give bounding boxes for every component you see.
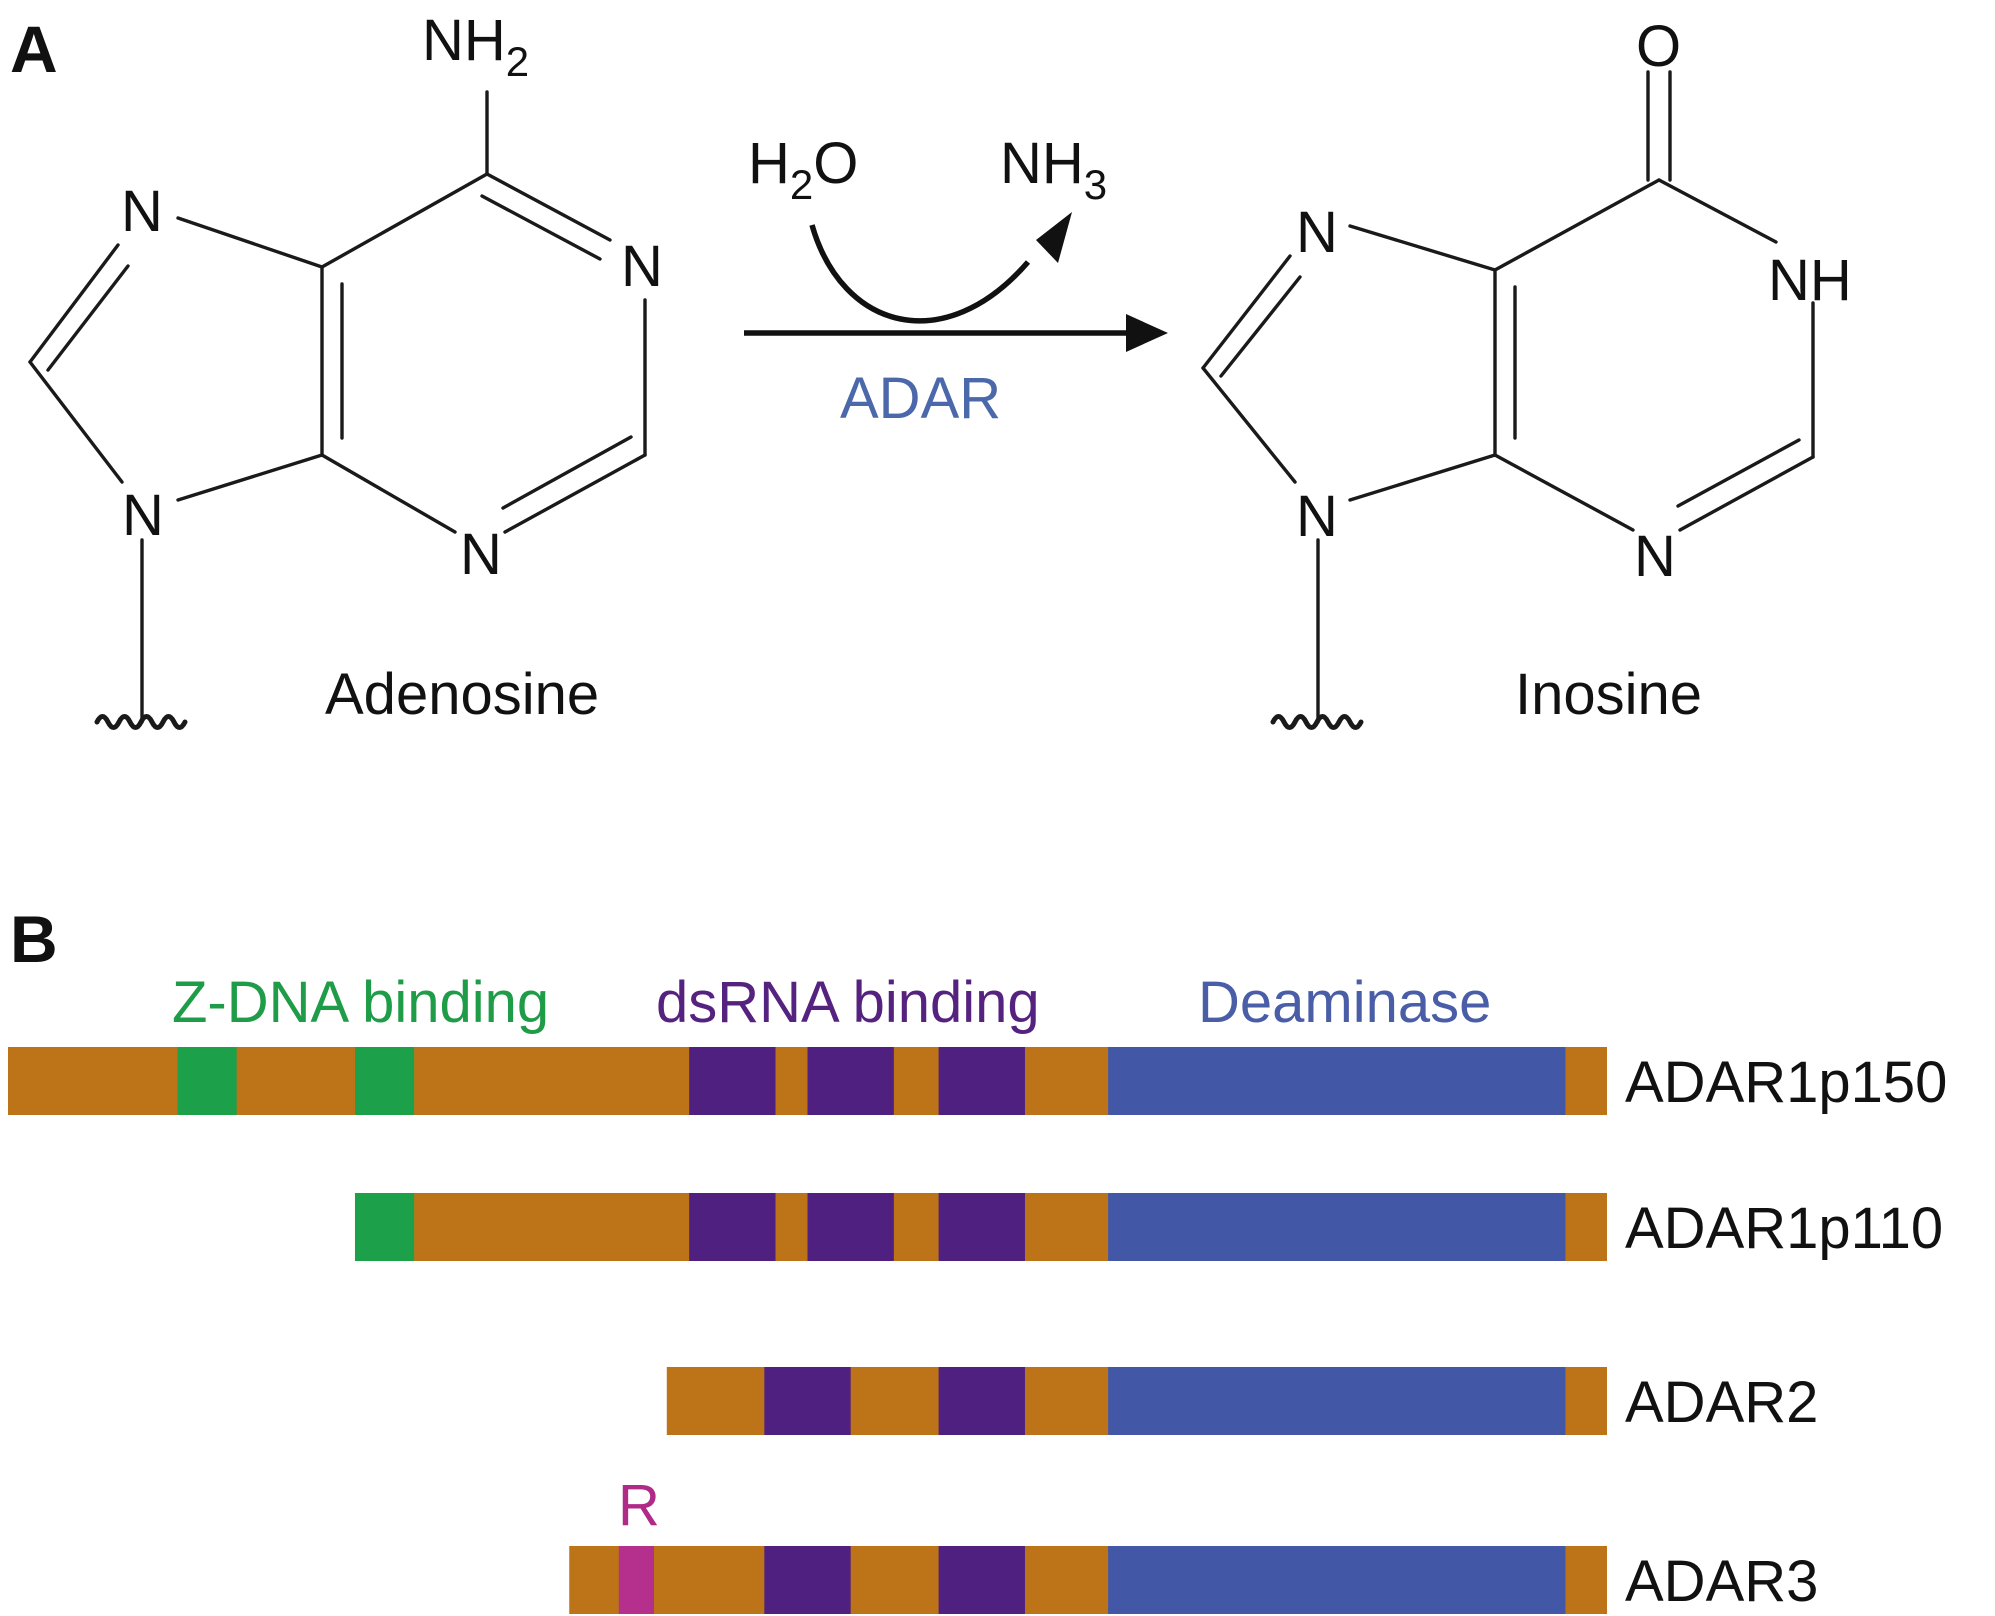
deaminase-domain-label: Deaminase [1198, 970, 1491, 1035]
dsrna-domain [807, 1193, 894, 1261]
inosine-n7: N [1296, 200, 1338, 265]
adenosine-structure: NH2 N N N N Adenosine [28, 8, 663, 730]
dsrna-domain [938, 1047, 1025, 1115]
dsrna-domain [938, 1193, 1025, 1261]
dsrna-domain [689, 1047, 776, 1115]
protein-name: ADAR2 [1625, 1370, 1818, 1435]
inosine-carbonyl-o: O [1636, 14, 1681, 79]
inosine-bond [1493, 178, 1661, 272]
water-label: H2O [748, 131, 858, 208]
dsrna-domain [938, 1367, 1025, 1435]
adenosine-bond [28, 243, 120, 364]
reaction: H2O NH3 ADAR [744, 131, 1168, 431]
r-domain [618, 1546, 654, 1614]
panel-b-label: B [10, 902, 58, 976]
inosine-n3: N [1634, 524, 1676, 589]
adenosine-bond [485, 172, 612, 242]
r-domain-label: R [618, 1473, 660, 1538]
zdna-domain [354, 1193, 415, 1261]
deaminase-domain [1108, 1047, 1566, 1115]
zdna-domain-label: Z-DNA binding [172, 970, 549, 1035]
dsrna-domain [764, 1546, 851, 1614]
adenosine-double-bond [480, 194, 602, 261]
adenosine-name: Adenosine [325, 662, 599, 727]
inosine-double-bond [1676, 438, 1801, 508]
dsrna-domain [689, 1193, 776, 1261]
dsrna-domain [764, 1367, 851, 1435]
inosine-n9: N [1296, 484, 1338, 549]
dsrna-domain [807, 1047, 894, 1115]
adenosine-double-bond [501, 435, 633, 510]
inosine-nh: NH [1768, 248, 1852, 313]
inosine-name: Inosine [1515, 662, 1702, 727]
deaminase-domain [1108, 1193, 1566, 1261]
deaminase-domain [1108, 1546, 1566, 1614]
curved-arrowhead [1036, 212, 1072, 263]
adenosine-bond [320, 172, 489, 269]
inosine-bond [1201, 254, 1292, 370]
zdna-domain [177, 1047, 237, 1115]
adenosine-wavy-bond [94, 714, 188, 730]
adenosine-n3: N [460, 522, 502, 587]
inosine-bond [1348, 453, 1497, 502]
inosine-structure: O NH N N N Inosine [1201, 14, 1852, 730]
adenosine-amine-label: NH2 [422, 8, 529, 85]
dsrna-domain [938, 1546, 1025, 1614]
panel-a-label: A [10, 12, 58, 86]
curved-arrow [809, 224, 1031, 324]
inosine-double-bond [1219, 275, 1302, 378]
protein-name: ADAR3 [1625, 1549, 1818, 1614]
zdna-domain [354, 1047, 415, 1115]
adenosine-n9: N [122, 483, 164, 548]
reaction-arrowhead [1126, 314, 1168, 352]
adenosine-n1: N [621, 234, 663, 299]
adenosine-bond [28, 360, 124, 484]
adenosine-bond [176, 216, 324, 269]
protein-name: ADAR1p150 [1625, 1050, 1947, 1115]
adenosine-bond [320, 453, 457, 534]
adenosine-bond [176, 453, 324, 502]
dsrna-domain-label: dsRNA binding [656, 970, 1040, 1035]
adenosine-double-bond [46, 264, 130, 372]
inosine-bond [1678, 455, 1815, 532]
adenosine-bond [503, 453, 647, 534]
deaminase-domain [1108, 1367, 1566, 1435]
enzyme-label: ADAR [840, 366, 1001, 431]
inosine-bond [1657, 178, 1778, 244]
inosine-bond [1493, 453, 1635, 532]
adenosine-n7: N [121, 179, 163, 244]
inosine-wavy-bond [1270, 714, 1364, 730]
inosine-bond [1348, 224, 1497, 272]
inosine-bond [1201, 366, 1297, 484]
ammonia-label: NH3 [1000, 131, 1107, 208]
protein-name: ADAR1p110 [1625, 1196, 1943, 1261]
